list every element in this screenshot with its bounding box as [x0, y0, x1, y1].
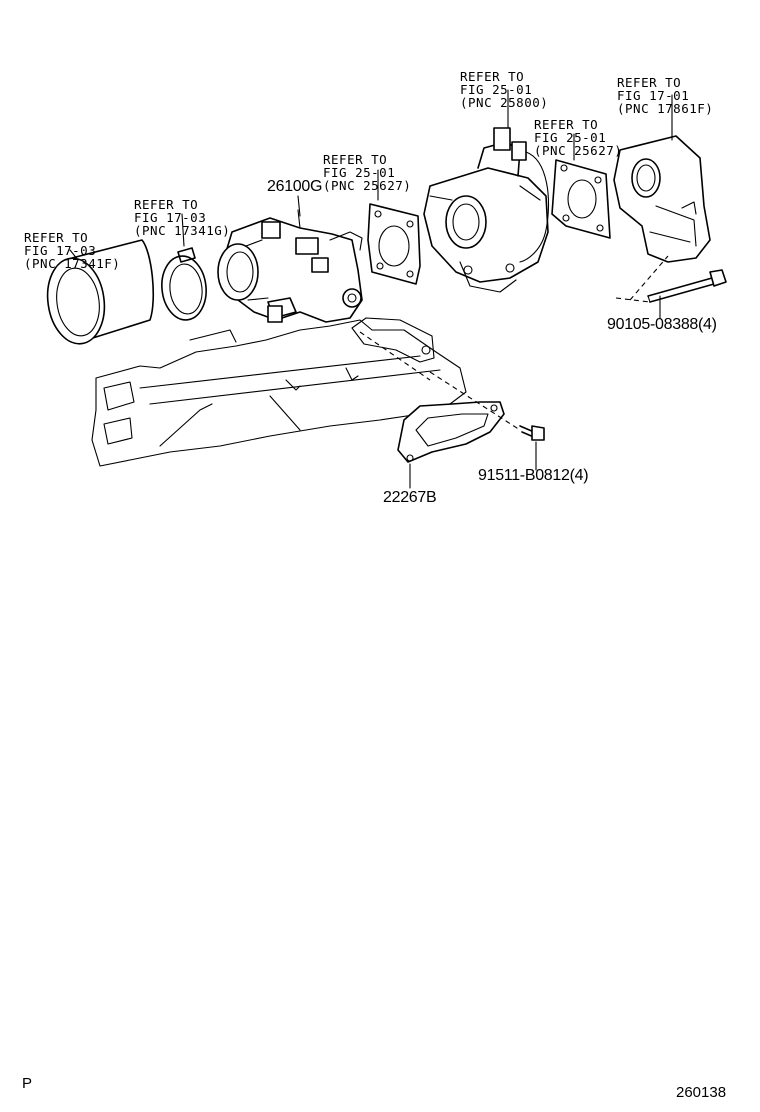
outlet-flange [613, 135, 711, 263]
intake-hose [46, 239, 155, 345]
bolt-long [615, 255, 727, 303]
gasket-1 [367, 203, 421, 285]
hose-clamp [161, 247, 207, 321]
intake-manifold [91, 317, 467, 467]
part-number-bolt-long: 90105-08388(4) [607, 316, 717, 333]
figure-number: 260138 [676, 1084, 727, 1101]
page-mark: P [22, 1075, 33, 1092]
leader-lines [69, 89, 673, 489]
bolt-short [519, 425, 545, 441]
gasket-22267b [359, 331, 521, 463]
part-number-throttle-body: 26100G [267, 178, 323, 195]
gasket-2 [551, 159, 611, 239]
egr-valve [423, 127, 550, 293]
throttle-body [217, 209, 363, 323]
part-number-gasket: 22267B [383, 489, 437, 506]
part-number-bolt-short: 91511-B0812(4) [478, 467, 589, 484]
